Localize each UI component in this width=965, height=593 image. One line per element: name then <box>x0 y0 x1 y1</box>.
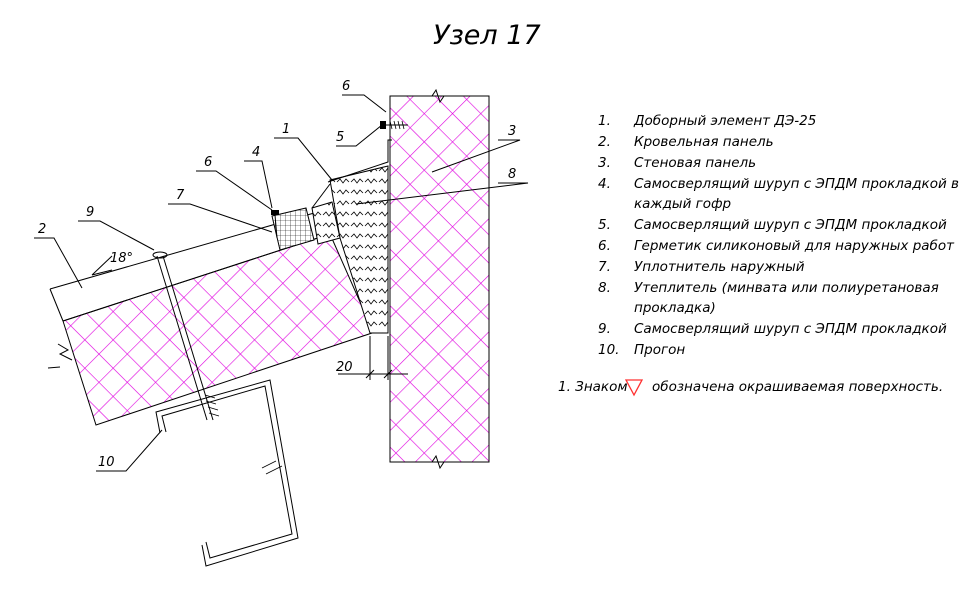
legend-num: 10. <box>598 342 619 358</box>
legend-item: Стеновая панель <box>634 155 756 171</box>
legend-item: Самосверлящий шуруп с ЭПДМ прокладкой <box>634 321 947 337</box>
dimension-20: 20 <box>336 336 408 380</box>
angle-mark: 18° <box>91 251 133 276</box>
callout-1: 1 <box>282 122 290 137</box>
callout-7: 7 <box>176 188 185 203</box>
note-prefix: 1. Знаком <box>558 379 628 395</box>
legend-item: Герметик силиконовый для наружных работ <box>634 238 955 254</box>
purlin <box>155 379 299 567</box>
drawing-title: Узел 17 <box>433 20 541 51</box>
legend-item: Доборный элемент ДЭ-25 <box>633 113 816 129</box>
callout-6-top: 6 <box>342 79 350 94</box>
note-suffix: обозначена окрашиваемая поверхность. <box>652 379 943 395</box>
screw-5 <box>380 120 408 130</box>
callout-6-left: 6 <box>204 155 212 170</box>
legend-num: 7. <box>598 259 611 275</box>
callout-9: 9 <box>86 205 94 220</box>
legend-num: 5. <box>598 217 611 233</box>
legend-num: 9. <box>598 321 611 337</box>
callout-leaders: 6 5 1 3 8 4 6 7 9 2 10 <box>34 79 529 472</box>
legend-num: 8. <box>598 280 611 296</box>
callout-8: 8 <box>508 167 516 182</box>
legend-item: Самосверлящий шуруп с ЭПДМ прокладкой <box>634 217 947 233</box>
legend-item: Утеплитель (минвата или полиуретановая <box>634 280 939 296</box>
wall-panel <box>389 88 490 470</box>
painted-surface-marker-icon <box>624 379 644 397</box>
note: 1. Знаком обозначена окрашиваемая поверх… <box>558 379 943 397</box>
dimension-label: 20 <box>336 360 353 375</box>
legend-item: Кровельная панель <box>634 134 774 150</box>
screw-4 <box>271 210 279 239</box>
callout-10: 10 <box>98 455 115 470</box>
legend-num: 3. <box>598 155 611 171</box>
legend-item-cont: прокладка) <box>634 300 716 316</box>
callout-2: 2 <box>38 222 46 237</box>
flashing-element <box>311 139 392 209</box>
callout-5: 5 <box>336 130 344 145</box>
insulation <box>311 165 389 334</box>
legend-item: Самосверлящий шуруп с ЭПДМ прокладкой в <box>634 176 959 192</box>
legend-item-cont: каждый гофр <box>634 196 731 212</box>
seal-strip <box>271 207 315 251</box>
angle-label: 18° <box>110 251 133 266</box>
legend-num: 6. <box>598 238 611 254</box>
legend-num: 1. <box>598 113 611 129</box>
legend-num: 4. <box>598 176 611 192</box>
legend-num: 2. <box>598 134 611 150</box>
callout-4: 4 <box>252 145 260 160</box>
legend-item: Уплотнитель наружный <box>634 259 805 275</box>
legend-item: Прогон <box>634 342 685 358</box>
legend: 1. Доборный элемент ДЭ-25 2. Кровельная … <box>598 113 959 358</box>
callout-3: 3 <box>508 124 516 139</box>
